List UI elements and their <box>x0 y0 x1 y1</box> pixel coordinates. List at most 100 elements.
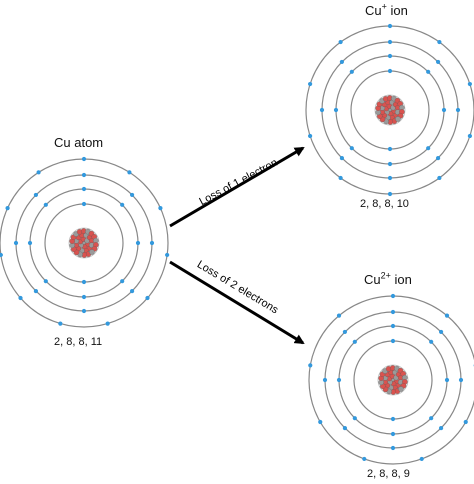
electron <box>455 107 461 113</box>
cu-2plus-configuration: 2, 8, 8, 9 <box>367 468 410 480</box>
electron <box>81 308 87 314</box>
electron <box>390 445 396 451</box>
electron <box>5 206 10 211</box>
cu-plus-ion-diagram <box>305 23 474 197</box>
electron <box>437 175 442 181</box>
electron <box>342 425 348 431</box>
electron <box>308 81 313 87</box>
neutron <box>398 386 404 392</box>
electron <box>429 416 434 421</box>
electron <box>129 192 135 198</box>
electron <box>390 309 396 315</box>
cu-plus-ion-title: Cu+ ion <box>365 1 408 18</box>
electron <box>43 202 48 207</box>
cu-plus-ion-word: ion <box>386 3 408 18</box>
neutron <box>395 116 401 122</box>
electron <box>342 329 348 335</box>
electron <box>387 175 393 181</box>
electron <box>319 107 325 113</box>
electron <box>387 161 393 167</box>
electron <box>349 146 354 151</box>
electron <box>43 279 48 284</box>
cu-2plus-ion-word: ion <box>390 272 412 287</box>
electron <box>390 323 396 329</box>
electron <box>387 191 393 197</box>
electron <box>352 416 357 421</box>
electron <box>135 240 141 246</box>
electron <box>336 313 342 318</box>
electron <box>27 240 33 246</box>
electron <box>338 39 343 45</box>
electron <box>165 252 170 258</box>
loss-one-electron-arrow <box>169 146 305 228</box>
electron <box>437 39 442 45</box>
electron <box>458 377 464 383</box>
electron <box>129 288 135 294</box>
electron <box>435 59 441 65</box>
electron <box>390 338 396 344</box>
cu-2plus-charge: 2+ <box>380 270 391 281</box>
loss-one-electron-label: Loss of 1 electron <box>197 157 279 208</box>
electron <box>467 133 472 139</box>
loss-two-electrons-arrow <box>169 260 305 345</box>
electron <box>322 377 328 383</box>
cu-2plus-symbol: Cu <box>364 272 381 287</box>
electron <box>33 192 39 198</box>
electron <box>349 69 354 74</box>
electron <box>426 69 431 74</box>
electron <box>81 201 87 207</box>
electron <box>444 377 450 383</box>
electron <box>435 155 441 161</box>
electron <box>438 425 444 431</box>
electron <box>467 81 472 87</box>
neutron <box>89 249 95 255</box>
electron <box>463 419 468 425</box>
cu-atom-configuration: 2, 8, 8, 11 <box>54 336 103 348</box>
electron <box>81 156 87 162</box>
electron <box>338 175 343 181</box>
cu-2plus-ion-title: Cu2+ ion <box>364 270 412 287</box>
electron <box>318 419 323 425</box>
electron <box>58 321 63 326</box>
cu-plus-configuration: 2, 8, 8, 10 <box>360 198 409 210</box>
electron <box>390 293 396 299</box>
electron <box>387 146 393 152</box>
electron <box>120 202 125 207</box>
electron <box>387 68 393 74</box>
electron <box>105 321 110 326</box>
electron <box>308 363 313 368</box>
electron <box>333 107 339 113</box>
electron <box>362 456 367 462</box>
electron <box>438 329 444 335</box>
cu-plus-symbol: Cu <box>365 3 382 18</box>
electron <box>127 170 132 175</box>
electron <box>158 206 163 211</box>
electron <box>387 39 393 45</box>
electron <box>339 155 345 161</box>
electron <box>120 279 125 284</box>
electron <box>429 339 434 344</box>
electron <box>426 146 431 151</box>
electron <box>36 170 41 175</box>
electron <box>336 377 342 383</box>
electron <box>444 313 450 318</box>
electron <box>81 294 87 300</box>
electron <box>387 53 393 59</box>
electron <box>0 252 3 258</box>
electron <box>13 240 19 246</box>
cu-2plus-ion-diagram <box>308 293 474 465</box>
electron <box>390 416 396 422</box>
electron <box>387 23 393 29</box>
electron <box>81 279 87 285</box>
electron <box>149 240 155 246</box>
loss-two-electrons-label: Loss of 2 electrons <box>195 259 281 317</box>
electron <box>390 431 396 437</box>
electron <box>145 295 150 301</box>
electron <box>441 107 447 113</box>
electron <box>81 186 87 192</box>
electron <box>81 172 87 178</box>
electron <box>18 295 23 301</box>
electron <box>308 133 313 139</box>
cu-plus-charge: + <box>381 1 387 12</box>
